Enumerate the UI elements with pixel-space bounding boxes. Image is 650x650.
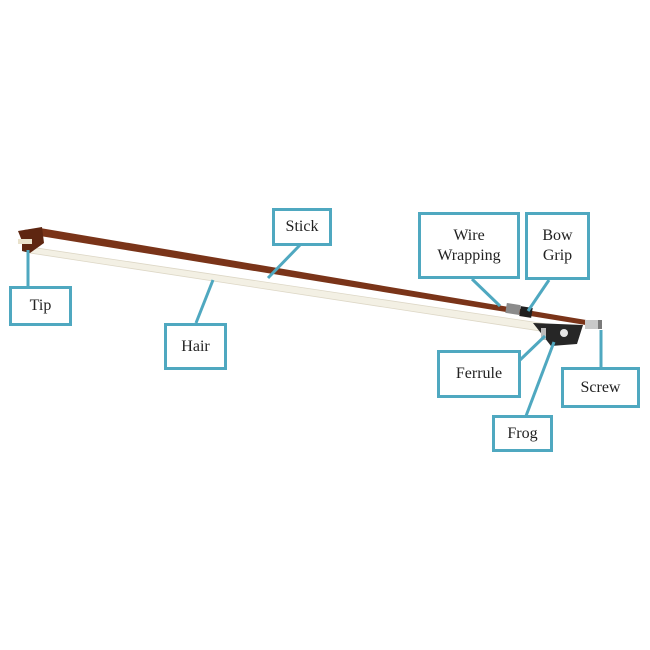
stick-label-text: Stick <box>285 218 319 235</box>
frog-callout-line <box>524 341 556 417</box>
hair-label-text: Hair <box>181 337 210 355</box>
wire-wrapping <box>505 302 521 316</box>
bow-grip-label: Bow Grip <box>525 212 590 280</box>
tip-label: Tip <box>9 286 72 326</box>
bow-grip-label-line2: Grip <box>542 247 573 264</box>
screw-label: Screw <box>561 367 640 408</box>
bow-screw-end <box>598 320 602 329</box>
wire-callout-line <box>470 277 502 308</box>
frog-label-text: Frog <box>507 424 538 442</box>
bow-screw <box>585 320 601 329</box>
stick-label: Stick <box>272 208 332 246</box>
frog-eye <box>560 329 568 337</box>
wire-wrapping-label: Wire Wrapping <box>418 212 520 279</box>
ferrule-label-text: Ferrule <box>455 365 503 382</box>
wire-wrapping-label-line2: Wrapping <box>437 246 501 264</box>
wire-wrapping-label-line1: Wire <box>453 226 485 244</box>
ferrule-callout-line <box>518 334 547 362</box>
bow-tip-plate <box>18 239 32 244</box>
bow-frog <box>533 323 583 346</box>
stick-callout-line <box>266 243 302 280</box>
bowgrip-callout-line <box>526 279 551 312</box>
bow-ferrule <box>541 328 546 340</box>
hair-label: Hair <box>164 323 227 370</box>
frog-label: Frog <box>492 415 553 452</box>
bow-grip-label-line1: Bow <box>542 227 573 244</box>
screw-label-text: Screw <box>580 378 621 396</box>
callout-lines <box>26 243 603 417</box>
tip-label-text: Tip <box>29 297 52 314</box>
hair-callout-line <box>194 279 215 324</box>
bow-stick <box>24 228 598 327</box>
ferrule-label: Ferrule <box>437 350 521 398</box>
